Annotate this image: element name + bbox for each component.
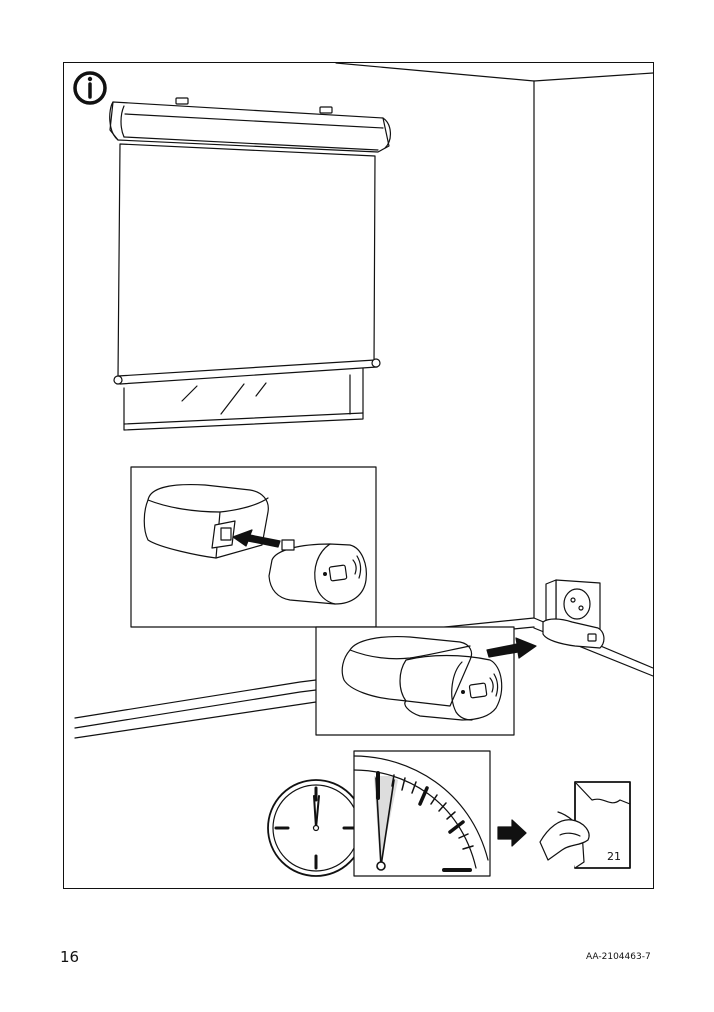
- arrow-icon: [497, 819, 527, 847]
- clock-detail-icon: [353, 750, 491, 877]
- wall-socket-icon: [542, 579, 605, 649]
- arrow-icon: [232, 529, 281, 548]
- article-code: AA-2104463-7: [586, 952, 651, 962]
- roller-blind-illustration: [109, 97, 391, 431]
- detail-box-assembled: [315, 626, 537, 736]
- signal-repeater-icon: [268, 539, 367, 605]
- detail-box-insert: [130, 466, 377, 628]
- page-number: 16: [60, 948, 80, 966]
- power-plug-adapter-icon: [143, 483, 269, 559]
- illustration-frame: [63, 62, 654, 889]
- reference-page-number: 21: [607, 850, 621, 863]
- turn-page-icon: [539, 781, 631, 869]
- clock-icon: [267, 779, 365, 877]
- arrow-icon: [486, 637, 537, 659]
- info-icon: [73, 71, 107, 105]
